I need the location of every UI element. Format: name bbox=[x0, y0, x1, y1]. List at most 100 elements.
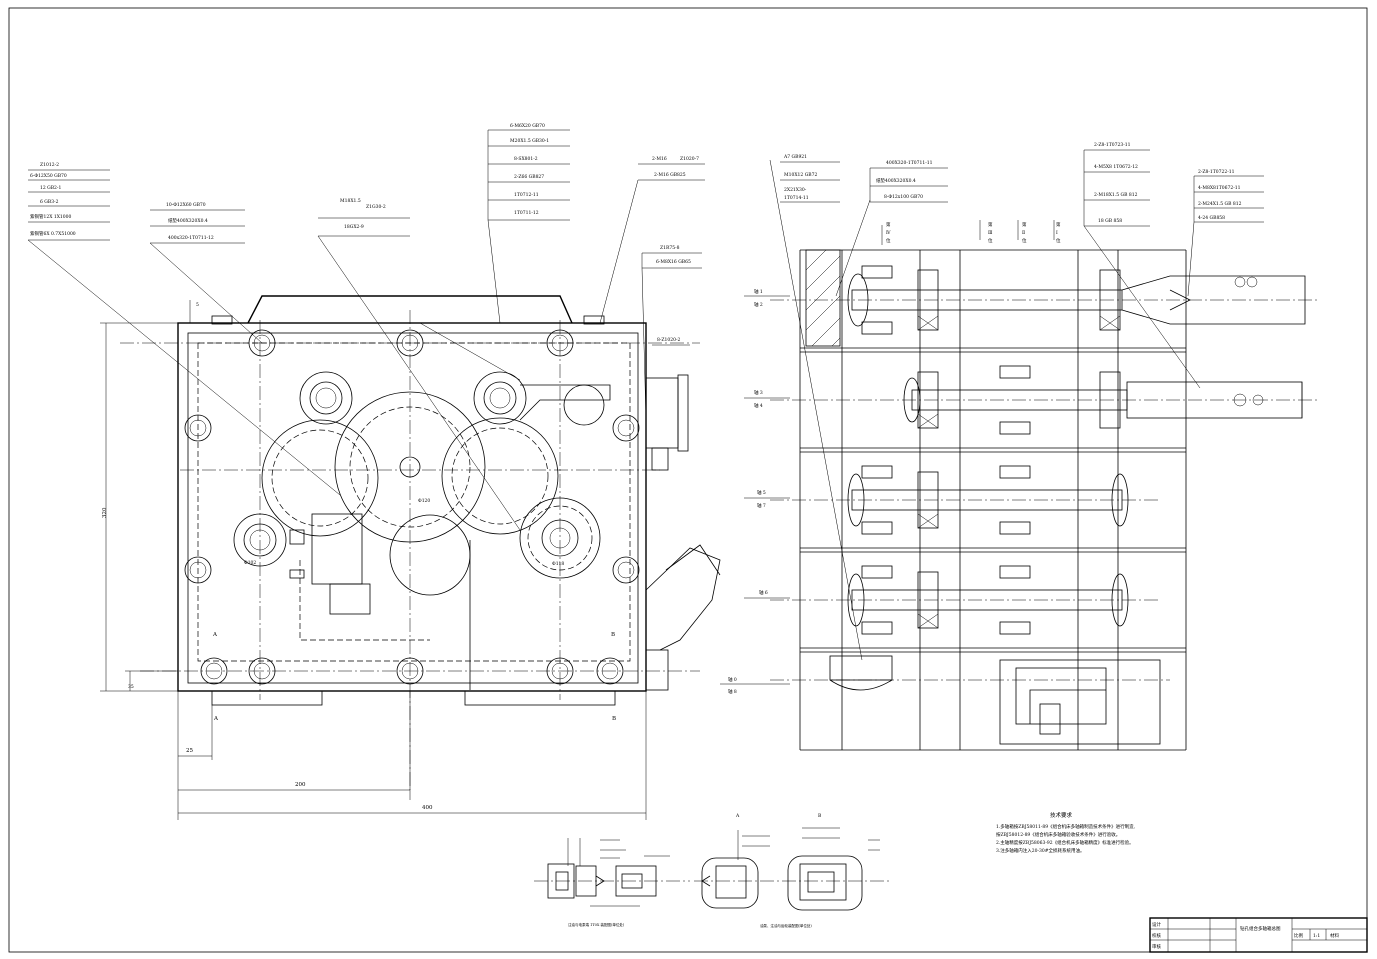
position-4-b: Ⅳ bbox=[886, 230, 891, 236]
callout-2: 10-Φ12X60 GB70 纸垫400X320X0.4 400x320-1T0… bbox=[150, 202, 245, 244]
shaft-label-1: 轴 1 bbox=[754, 288, 763, 295]
title-block-material: 材料 bbox=[1330, 932, 1339, 939]
position-1-c: 位 bbox=[1056, 237, 1061, 244]
callout-4-line-4: 2-Z66 GB827 bbox=[514, 174, 544, 180]
callout-6: Z1R75-8 6-M8X16 GB65 bbox=[641, 245, 702, 269]
side-callout-right2-2: 4-M8X81T0672-11 bbox=[1198, 185, 1241, 191]
side-callout-left-2: M10X12 GB72 bbox=[784, 172, 817, 178]
position-4-c: 位 bbox=[886, 237, 891, 244]
dim-top-small: 5 bbox=[196, 302, 199, 308]
section-mark-a: A bbox=[212, 632, 218, 638]
callout-5-line-3: 2-M16 GB825 bbox=[654, 172, 686, 178]
section-mark-b: B bbox=[611, 632, 615, 638]
position-3-b: Ⅲ bbox=[988, 230, 993, 236]
callout-2-line-2: 纸垫400X320X0.4 bbox=[168, 217, 208, 224]
detail-mark-b: B bbox=[818, 813, 822, 819]
callout-1-line-3: 12 GB2-1 bbox=[40, 185, 61, 191]
side-callout-right-2: 2-Z8-1T0722-11 4-M8X81T0672-11 2-M24X1.5… bbox=[1187, 169, 1264, 297]
title-block-scale-label: 比例 bbox=[1294, 932, 1303, 939]
section-mark-b-bottom: B bbox=[612, 716, 616, 722]
position-1-a: 第 bbox=[1056, 221, 1061, 228]
front-view: Φ120 Φ102 Φ118 A A B B 320 25 200 400 35 bbox=[27, 123, 721, 820]
side-callout-right2-4: 4-24 GB858 bbox=[1198, 215, 1225, 221]
callout-3-line-3: 18GX2-9 bbox=[344, 224, 364, 230]
tech-req-title: 技术要求 bbox=[1050, 811, 1073, 819]
side-callout-left-4: 1T0714-11 bbox=[784, 195, 809, 201]
position-4-a: 第 bbox=[886, 221, 891, 228]
callout-5-line-1: 2-M16 bbox=[652, 156, 667, 162]
callout-3-line-1: M18X1.5 bbox=[340, 198, 361, 204]
callout-2-line-3: 400x320-1T0711-12 bbox=[168, 235, 214, 241]
callout-1: Z1012-2 6-Φ12X50 GB70 12 GB2-1 6 GB3-2 紫… bbox=[28, 162, 110, 241]
position-3-c: 位 bbox=[988, 237, 993, 244]
drawing-frame bbox=[8, 7, 1368, 953]
callout-3: M18X1.5 Z1G30-2 18GX2-9 bbox=[318, 198, 410, 237]
shaft-row-2 bbox=[770, 365, 1320, 435]
tech-req-line-1: 1.多轴箱按ZBJ58011-89《组合机床多轴箱制造技术条件》进行制造, bbox=[996, 823, 1135, 830]
shaft-label-2: 轴 2 bbox=[754, 301, 763, 308]
side-callout-left: A7 GB921 M10X12 GB72 2X21X30- 1T0714-11 bbox=[769, 154, 863, 661]
title-block-title: 钻孔组合多轴箱总图 bbox=[1240, 925, 1281, 932]
shaft-label-4: 轴 4 bbox=[754, 402, 763, 409]
callout-5-line-2: Z1020-7 bbox=[680, 156, 699, 162]
shaft-row-5 bbox=[770, 655, 1170, 745]
position-2-b: Ⅱ bbox=[1022, 230, 1025, 236]
callout-4-line-1: 6-M6X20 GB70 bbox=[510, 123, 545, 129]
title-block-scale-value: 1:1 bbox=[1313, 933, 1320, 939]
side-callout-mid-2: 纸垫400X320X0.4 bbox=[876, 177, 916, 184]
callout-2-line-1: 10-Φ12X60 GB70 bbox=[166, 202, 206, 208]
detail-caption-left: 注油与电泵端 1T0X 装配图(单位处) bbox=[568, 922, 625, 927]
callout-5: 2-M16 Z1020-7 2-M16 GB825 bbox=[638, 156, 705, 181]
shaft-row-4 bbox=[770, 565, 1160, 635]
side-callout-mid: 400X320-1T0711-11 纸垫400X320X0.4 8-Φ12x10… bbox=[835, 160, 948, 297]
callout-3-line-2: Z1G30-2 bbox=[366, 204, 386, 210]
tech-req-line-2: 按ZBJ58012-89《组合机床多轴箱验收技术条件》进行验收。 bbox=[996, 831, 1120, 838]
shaft-labels: 轴 1 轴 2 轴 3 轴 4 轴 5 轴 7 轴 6 轴 0 轴 8 bbox=[720, 288, 790, 695]
hole-label-1: Φ120 bbox=[418, 498, 430, 504]
shaft-label-7: 轴 7 bbox=[757, 502, 766, 509]
callout-6-line-1: Z1R75-8 bbox=[660, 245, 680, 251]
callout-7: 8-Z1020-2 bbox=[652, 337, 690, 346]
side-callout-mid-3: 8-Φ12x100 GB70 bbox=[884, 194, 923, 200]
side-callout-right2-1: 2-Z8-1T0722-11 bbox=[1198, 169, 1235, 175]
dim-height: 320 bbox=[102, 507, 108, 518]
section-mark-a-bottom: A bbox=[213, 716, 219, 722]
callout-1-line-5: 紫铜管12X 1X1000 bbox=[30, 213, 72, 220]
detail-mark-a: A bbox=[735, 813, 740, 819]
side-callout-left-3: 2X21X30- bbox=[784, 187, 807, 193]
position-3-a: 第 bbox=[988, 221, 993, 228]
side-callout-right-1: 2-Z8-1T0723-11 4-M5X8 1T0672-12 2-M18X1.… bbox=[1083, 142, 1201, 389]
dim-half-width: 200 bbox=[295, 782, 306, 788]
detail-caption-right: 油泵、注油与齿轮装配图(单位处) bbox=[760, 923, 812, 928]
callout-1-line-1: Z1012-2 bbox=[40, 162, 59, 168]
title-block-approve: 审核 bbox=[1152, 943, 1161, 950]
shaft-label-6: 轴 6 bbox=[759, 589, 768, 596]
position-markers: 第 Ⅳ 位 第 Ⅲ 位 第 Ⅱ 位 第 Ⅰ 位 bbox=[881, 220, 1061, 245]
dim-width: 400 bbox=[422, 805, 433, 811]
title-block: 设计 校核 审核 钻孔组合多轴箱总图 比例 1:1 材料 bbox=[1149, 917, 1368, 953]
side-view: 第 Ⅳ 位 第 Ⅲ 位 第 Ⅱ 位 第 Ⅰ 位 轴 1 轴 2 轴 3 轴 4 … bbox=[720, 142, 1320, 751]
hole-label-3: Φ118 bbox=[552, 561, 564, 567]
callout-4-line-6: 1T0711-12 bbox=[514, 210, 539, 216]
side-callout-right2-3: 2-M24X1.5 GB 812 bbox=[1198, 201, 1242, 207]
dim-left-small: 25 bbox=[186, 748, 193, 754]
position-1-b: Ⅰ bbox=[1056, 230, 1058, 236]
side-callout-right1-1: 2-Z8-1T0723-11 bbox=[1094, 142, 1131, 148]
side-callout-right1-2: 4-M5X8 1T0672-12 bbox=[1094, 164, 1138, 170]
side-callout-right1-4: 18 GB 858 bbox=[1098, 218, 1122, 224]
callout-6-line-2: 6-M8X16 GB65 bbox=[656, 259, 691, 265]
tech-requirements: 技术要求 1.多轴箱按ZBJ58011-89《组合机床多轴箱制造技术条件》进行制… bbox=[996, 811, 1135, 854]
detail-sections: 注油与电泵端 1T0X 装配图(单位处) A B 油泵、注油与齿轮装配图(单位处… bbox=[534, 813, 890, 928]
side-callout-left-1: A7 GB921 bbox=[783, 154, 807, 160]
shaft-row-1 bbox=[770, 265, 1320, 335]
callout-4-line-2: M20X1.5 GB30-1 bbox=[510, 138, 549, 144]
shaft-label-5: 轴 5 bbox=[757, 489, 766, 496]
tech-req-line-4: 3.注多轴箱内注入20-30#全损耗系统用油。 bbox=[996, 847, 1085, 854]
title-block-check: 校核 bbox=[1152, 932, 1161, 939]
side-callout-right1-3: 2-M18X1.5 GB 812 bbox=[1094, 192, 1138, 198]
leader-lines bbox=[27, 179, 647, 531]
position-2-c: 位 bbox=[1022, 237, 1027, 244]
title-block-design: 设计 bbox=[1152, 921, 1161, 928]
callout-7-line-1: 8-Z1020-2 bbox=[657, 337, 680, 343]
